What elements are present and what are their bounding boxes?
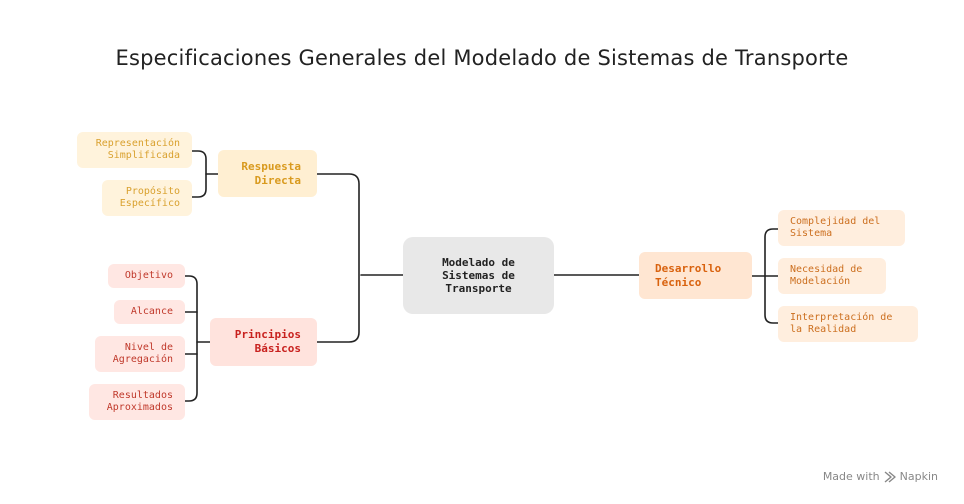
connector-left-trunk	[316, 173, 360, 343]
leaf-line-1: Propósito	[125, 186, 180, 197]
leaf-alcance[interactable]: Alcance	[114, 300, 185, 324]
node-principios-basicos[interactable]: Principios Básicos	[210, 318, 317, 366]
leaf-line-2: Específico	[119, 198, 180, 209]
leaf-line-1: Alcance	[130, 306, 173, 317]
respuesta-line-2: Directa	[254, 173, 301, 187]
leaf-objetivo[interactable]: Objetivo	[108, 264, 185, 288]
connector-principios-bracket	[184, 275, 198, 402]
node-desarrollo-tecnico[interactable]: Desarrollo Técnico	[639, 252, 752, 299]
leaf-line-1: Resultados	[112, 390, 173, 401]
leaf-line-1: Interpretación de	[790, 312, 893, 323]
leaf-line-2: Simplificada	[107, 150, 180, 161]
leaf-complejidad-del-sistema[interactable]: Complejidad del Sistema	[778, 210, 905, 246]
leaf-line-1: Nivel de	[124, 342, 173, 353]
node-respuesta-directa[interactable]: Respuesta Directa	[218, 150, 317, 197]
leaf-nivel-de-agregacion[interactable]: Nivel de Agregación	[95, 336, 185, 372]
page-title: Especificaciones Generales del Modelado …	[115, 46, 849, 70]
root-line-2: Sistemas de	[442, 269, 515, 282]
made-with-napkin-credit[interactable]: Made with Napkin	[823, 470, 938, 483]
leaf-line-1: Complejidad del	[790, 216, 881, 227]
leaf-line-2: Agregación	[112, 354, 173, 365]
leaf-line-2: Sistema	[790, 228, 833, 239]
leaf-representacion-simplificada[interactable]: Representación Simplificada	[77, 132, 192, 168]
made-with-label: Made with	[822, 470, 880, 483]
connector-respuesta-bracket	[191, 150, 207, 198]
leaf-line-2: la Realidad	[790, 324, 857, 335]
napkin-logo-icon	[884, 470, 896, 483]
principios-line-2: Básicos	[254, 342, 301, 355]
leaf-proposito-especifico[interactable]: Propósito Específico	[102, 180, 192, 216]
leaf-resultados-aproximados[interactable]: Resultados Aproximados	[89, 384, 185, 420]
principios-line-1: Principios	[234, 328, 301, 341]
leaf-line-2: Aproximados	[106, 402, 173, 413]
desarrollo-line-1: Desarrollo	[655, 261, 722, 275]
leaf-line-1: Objetivo	[124, 270, 173, 281]
leaf-necesidad-de-modelacion[interactable]: Necesidad de Modelación	[778, 258, 886, 294]
root-line-3: Transporte	[445, 282, 512, 295]
leaf-interpretacion-de-la-realidad[interactable]: Interpretación de la Realidad	[778, 306, 918, 342]
root-line-1: Modelado de	[442, 256, 515, 269]
desarrollo-line-2: Técnico	[655, 275, 702, 289]
leaf-line-2: Modelación	[790, 276, 851, 287]
root-node[interactable]: Modelado de Sistemas de Transporte	[403, 237, 554, 314]
napkin-brand-label: Napkin	[899, 470, 938, 483]
leaf-line-1: Necesidad de	[790, 264, 863, 275]
respuesta-line-1: Respuesta	[241, 159, 301, 173]
leaf-line-1: Representación	[95, 138, 180, 149]
